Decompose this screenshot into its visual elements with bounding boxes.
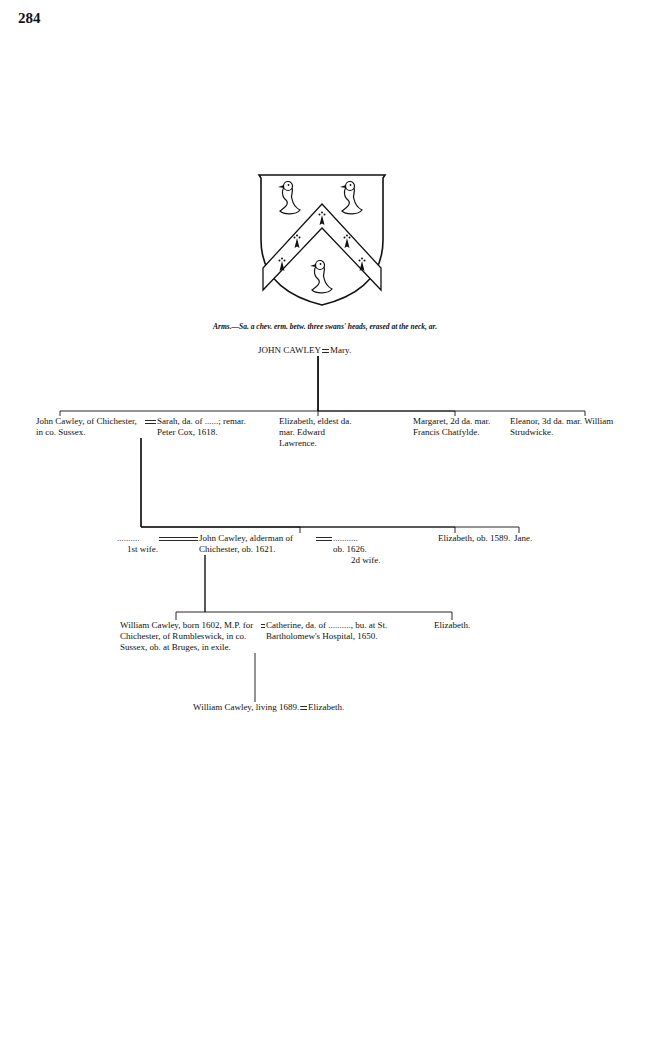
person-text: ob. 1626. bbox=[333, 544, 381, 555]
person-entry: Elizabeth. bbox=[308, 702, 344, 713]
pedigree-line bbox=[145, 421, 156, 424]
person-text: Jane. bbox=[514, 533, 532, 544]
pedigree-line bbox=[300, 707, 307, 710]
pedigree-line bbox=[205, 555, 452, 620]
person-text: Margaret, 2d da. mar. Francis Chatfylde. bbox=[413, 416, 507, 438]
person-text: Elizabeth, eldest da. mar. Edward Lawren… bbox=[279, 416, 363, 449]
person-entry: Sarah, da. of ......; remar. Peter Cox, … bbox=[157, 416, 253, 438]
person-entry: Catherine, da. of .........., bu. at St.… bbox=[266, 620, 390, 642]
person-text: Elizabeth, ob. 1589. bbox=[438, 533, 510, 544]
person-text: 2d wife. bbox=[333, 555, 381, 566]
page-number: 284 bbox=[18, 10, 41, 27]
pedigree-line bbox=[141, 438, 455, 533]
person-text: Elizabeth. bbox=[434, 620, 470, 631]
pedigree-line bbox=[318, 356, 455, 416]
pedigree-line bbox=[60, 356, 318, 416]
person-entry: John Cawley, alderman of Chichester, ob.… bbox=[199, 533, 315, 555]
person-entry: ...........ob. 1626.2d wife. bbox=[333, 533, 381, 566]
person-text: Mary. bbox=[330, 345, 351, 356]
person-text: JOHN CAWLEY bbox=[258, 345, 321, 356]
person-text: William Cawley, living 1689. bbox=[193, 702, 299, 713]
person-text: William Cawley, born 1602, M.P. for Chic… bbox=[120, 620, 260, 653]
person-entry: Eleanor, 3d da. mar. William Strudwicke. bbox=[510, 416, 614, 438]
person-entry: Jane. bbox=[514, 533, 532, 544]
person-text: Elizabeth. bbox=[308, 702, 344, 713]
person-text: 1st wife. bbox=[117, 544, 158, 555]
person-text: .......... bbox=[117, 533, 158, 544]
person-entry: Elizabeth, eldest da. mar. Edward Lawren… bbox=[279, 416, 363, 449]
pedigree-line bbox=[322, 350, 329, 353]
person-text: Sarah, da. of ......; remar. Peter Cox, … bbox=[157, 416, 253, 438]
person-entry: William Cawley, living 1689. bbox=[193, 702, 299, 713]
person-entry: ..........1st wife. bbox=[117, 533, 158, 555]
pedigree-line bbox=[141, 438, 300, 533]
pedigree-line bbox=[141, 438, 519, 533]
person-entry: Mary. bbox=[330, 345, 351, 356]
pedigree-line bbox=[255, 653, 256, 702]
person-entry: William Cawley, born 1602, M.P. for Chic… bbox=[120, 620, 260, 653]
arms-caption: Arms.—Sa. a chev. erm. betw. three swans… bbox=[0, 322, 650, 331]
pedigree-line bbox=[176, 555, 205, 620]
pedigree-line bbox=[316, 538, 332, 541]
pedigree-line bbox=[318, 356, 585, 416]
person-text: John Cawley, alderman of Chichester, ob.… bbox=[199, 533, 315, 555]
person-entry: John Cawley, of Chichester, in co. Susse… bbox=[36, 416, 144, 438]
pedigree-line bbox=[159, 538, 198, 541]
pedigree-line bbox=[261, 625, 265, 628]
person-text: ........... bbox=[333, 533, 381, 544]
person-text: John Cawley, of Chichester, in co. Susse… bbox=[36, 416, 144, 438]
person-text: Catherine, da. of .........., bu. at St.… bbox=[266, 620, 390, 642]
person-entry: Elizabeth. bbox=[434, 620, 470, 631]
person-text: Eleanor, 3d da. mar. William Strudwicke. bbox=[510, 416, 614, 438]
person-entry: Elizabeth, ob. 1589. bbox=[438, 533, 510, 544]
person-entry: Margaret, 2d da. mar. Francis Chatfylde. bbox=[413, 416, 507, 438]
person-entry: JOHN CAWLEY bbox=[258, 345, 321, 356]
